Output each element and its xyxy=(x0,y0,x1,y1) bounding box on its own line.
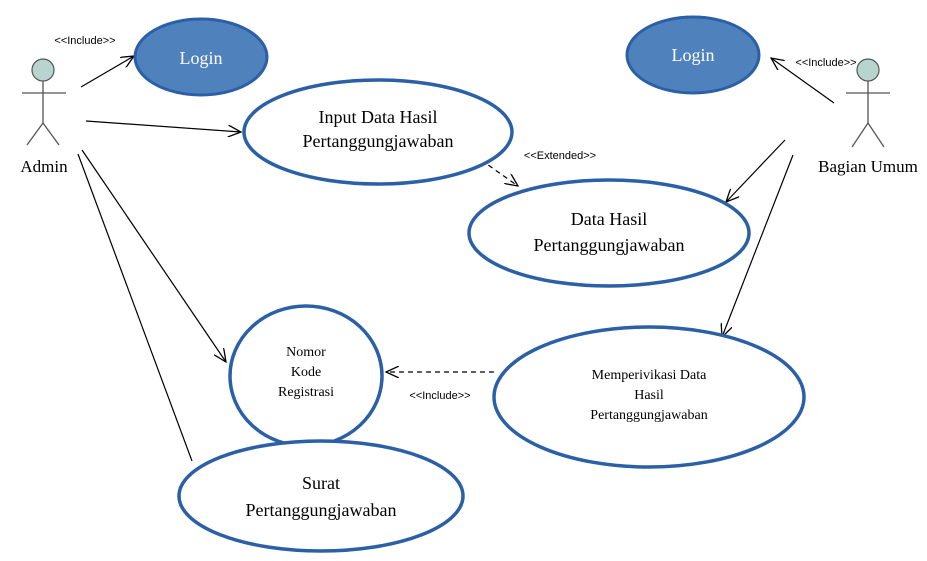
connectors xyxy=(77,56,835,462)
actor-admin-head xyxy=(31,58,55,82)
actor-bagian-umum-head xyxy=(856,58,880,82)
actor-admin-label: Admin xyxy=(20,157,68,176)
use-case-input-data-hasil: Input Data Hasil Pertanggungjawaban xyxy=(242,78,514,186)
input-data-line1: Input Data Hasil xyxy=(319,107,438,127)
umum-to-data-hasil xyxy=(726,139,786,202)
data-hasil-line2: Pertanggungjawaban xyxy=(534,235,685,255)
memper-line2: Hasil xyxy=(634,388,664,403)
memper-line1: Memperivikasi Data xyxy=(592,368,707,383)
nomor-line1: Nomor xyxy=(286,345,326,360)
actor-admin: Admin xyxy=(20,58,68,176)
stereotype-include-nomor: <<Include>> xyxy=(409,390,470,402)
nomor-line2: Kode xyxy=(291,365,321,380)
actor-bagian-umum-label: Bagian Umum xyxy=(818,157,918,176)
admin-to-input-data xyxy=(85,120,241,132)
input-data-line2: Pertanggungjawaban xyxy=(303,131,454,151)
use-case-surat-pertanggungjawaban: Surat Pertanggungjawaban xyxy=(177,439,465,553)
stereotype-include-umum: <<Include>> xyxy=(795,57,856,69)
use-case-nomor-kode-registrasi: Nomor Kode Registrasi xyxy=(228,304,384,448)
extend-input-to-data xyxy=(480,159,518,186)
stereotype-extended: <<Extended>> xyxy=(524,150,596,162)
umum-to-memperivikasi xyxy=(722,154,794,337)
admin-to-nomor-kode xyxy=(81,149,226,362)
admin-to-login xyxy=(80,56,134,88)
use-case-data-hasil: Data Hasil Pertanggungjawaban xyxy=(467,178,751,288)
use-case-memperivikasi: Memperivikasi Data Hasil Pertanggungjawa… xyxy=(492,325,806,469)
actor-bagian-umum: Bagian Umum xyxy=(818,58,918,176)
nomor-line3: Registrasi xyxy=(278,385,334,400)
use-case-login-admin: Login xyxy=(133,17,269,97)
umum-to-login xyxy=(771,58,835,104)
login-admin-label: Login xyxy=(180,48,223,68)
login-umum-label: Login xyxy=(672,45,715,65)
use-case-login-umum: Login xyxy=(625,15,761,95)
surat-line2: Pertanggungjawaban xyxy=(246,500,397,520)
data-hasil-line1: Data Hasil xyxy=(571,209,647,229)
memper-line3: Pertanggungjawaban xyxy=(590,408,707,423)
surat-line1: Surat xyxy=(302,473,340,493)
admin-to-surat xyxy=(77,153,193,462)
stereotype-include-admin: <<Include>> xyxy=(54,35,115,47)
